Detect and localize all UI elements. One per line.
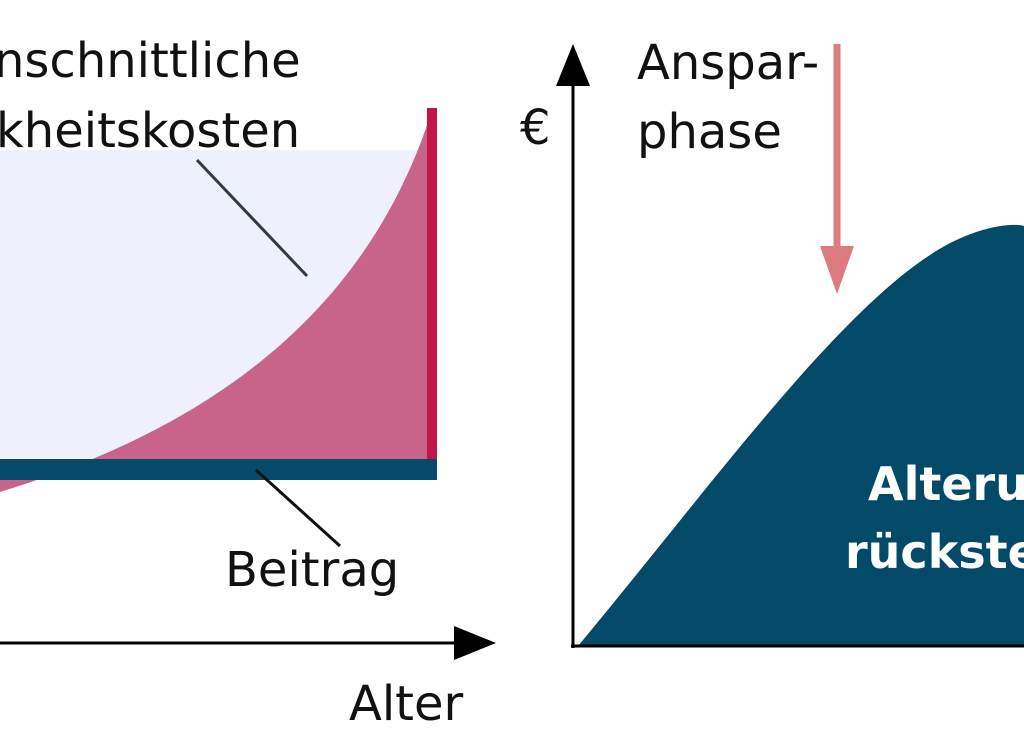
health-cost-area (0, 110, 432, 492)
health-cost-edge (427, 108, 437, 464)
savings-phase-arrowhead (820, 246, 854, 294)
left-diagram: nschnittliche kheitskosten Beitrag Alter (0, 33, 496, 732)
premium-band (0, 459, 437, 480)
premium-leader-line (254, 468, 342, 548)
x-axis-arrowhead (454, 626, 496, 660)
x-axis-label: Alter (349, 676, 464, 732)
right-diagram: € Anspar- phase Alteru rückste (520, 35, 1024, 648)
cost-label-line1: nschnittliche (0, 33, 301, 89)
aging-reserve-area (578, 224, 1024, 646)
reserve-label-line2: rückste (845, 525, 1024, 579)
reserve-label-line1: Alteru (868, 457, 1024, 511)
cost-leader-line (195, 158, 309, 278)
phase-label-line1: Anspar- (637, 35, 819, 91)
euro-axis-label: € (520, 100, 551, 156)
cost-label-line2: kheitskosten (0, 103, 300, 159)
premium-label: Beitrag (225, 542, 399, 598)
phase-label-line2: phase (637, 104, 782, 160)
y-axis-arrowhead (556, 44, 590, 86)
